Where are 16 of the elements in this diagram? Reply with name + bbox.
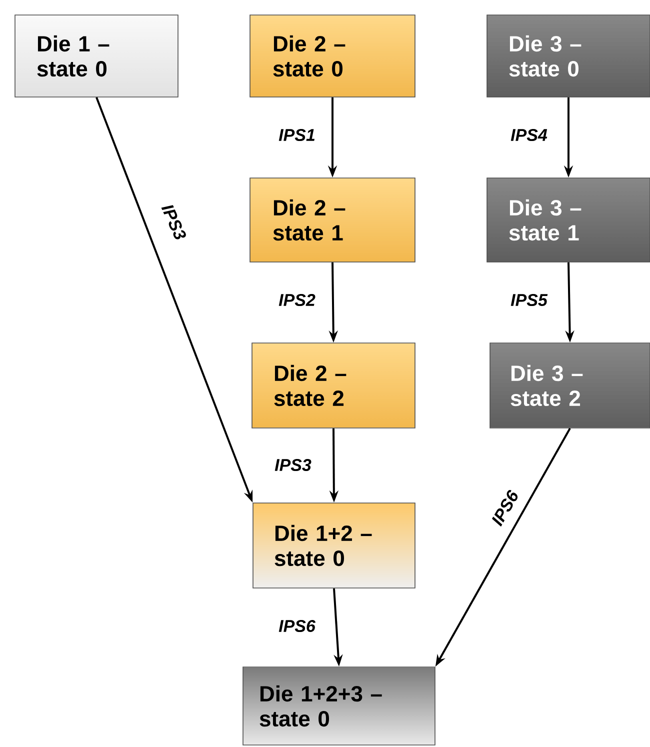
edge-label: IPS2 [278,294,316,306]
state-box: Die 1+2 – state 0 [252,502,416,588]
state-box: Die 2 – state 0 [250,14,416,98]
state-box: Die 2 – state 1 [250,178,416,262]
edge-label: IPS3 [274,458,312,472]
state-box: Die 2 – state 2 [252,342,416,428]
edge-label: IPS1 [278,128,315,142]
state-box: Die 3 – state 0 [486,14,650,98]
state-box: Die 1 – state 0 [14,14,178,98]
state-box: Die 3 – state 1 [486,178,650,262]
edge-label: IPS3 [161,205,186,240]
edge-label: IPS4 [510,128,548,142]
state-box: Die 1+2+3 – state 0 [242,666,436,746]
edge-label: IPS5 [510,294,548,306]
edge-label: IPS6 [278,620,316,632]
state-box: Die 3 – state 2 [490,342,650,428]
